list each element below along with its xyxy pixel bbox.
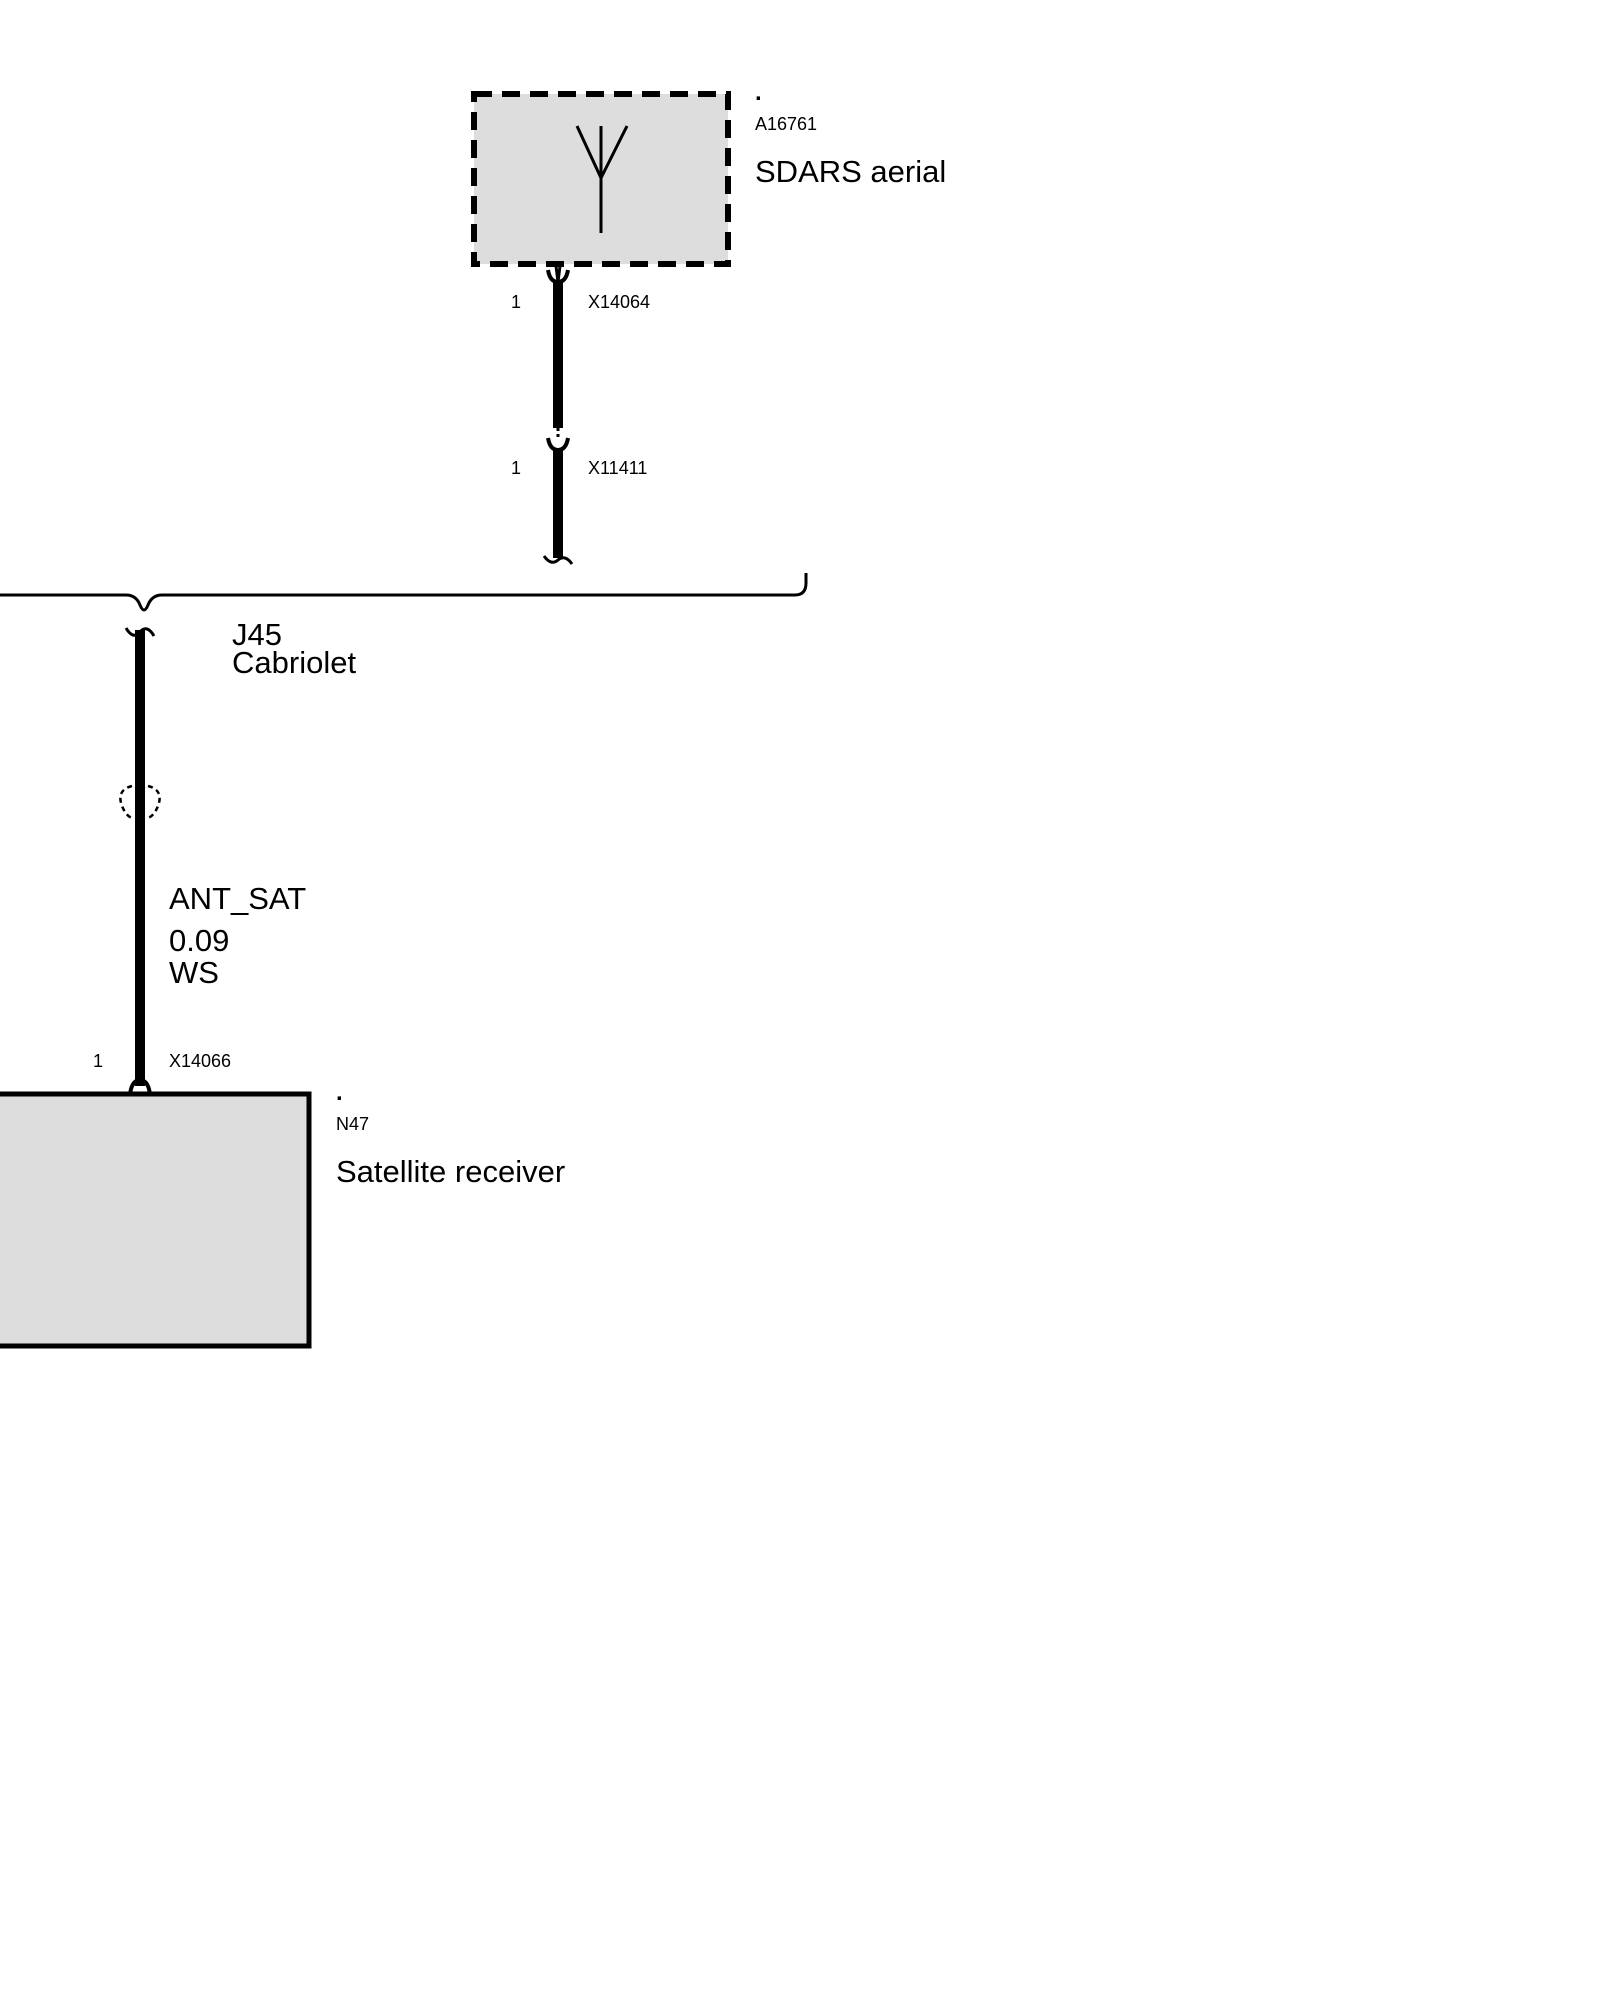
receiver-connector-label: X14066: [169, 1051, 231, 1071]
aerial-code: A16761: [755, 114, 817, 134]
wire-signal-name: ANT_SAT: [169, 881, 306, 916]
wire-break-symbol: [542, 555, 574, 565]
aerial-connector-pin: 1: [511, 292, 521, 312]
splice-variant: Cabriolet: [232, 645, 356, 680]
wire-cross-section: 0.09: [169, 923, 229, 958]
antenna-icon: [575, 125, 629, 233]
connector-x11411-symbol[interactable]: [546, 437, 570, 453]
inline-connector-pin: 1: [511, 458, 521, 478]
splice-code: J45: [232, 617, 282, 652]
receiver-name: Satellite receiver: [336, 1154, 565, 1189]
inline-connector-label: X11411: [588, 458, 647, 478]
receiver-connector-pin: 1: [93, 1051, 103, 1071]
aerial-marker: .: [755, 79, 762, 106]
receiver-marker: .: [336, 1079, 343, 1106]
shield-marker-icon: [119, 784, 133, 820]
aerial-name: SDARS aerial: [755, 154, 946, 189]
aerial-connector-label: X14064: [588, 292, 650, 312]
wire-color: WS: [169, 955, 219, 990]
splice-j45-brace[interactable]: [0, 573, 808, 612]
connector-x14066-symbol[interactable]: [128, 1077, 152, 1095]
sdars-aerial-component[interactable]: [471, 91, 731, 267]
receiver-code: N47: [336, 1114, 369, 1134]
satellite-receiver-box[interactable]: [0, 1091, 312, 1349]
